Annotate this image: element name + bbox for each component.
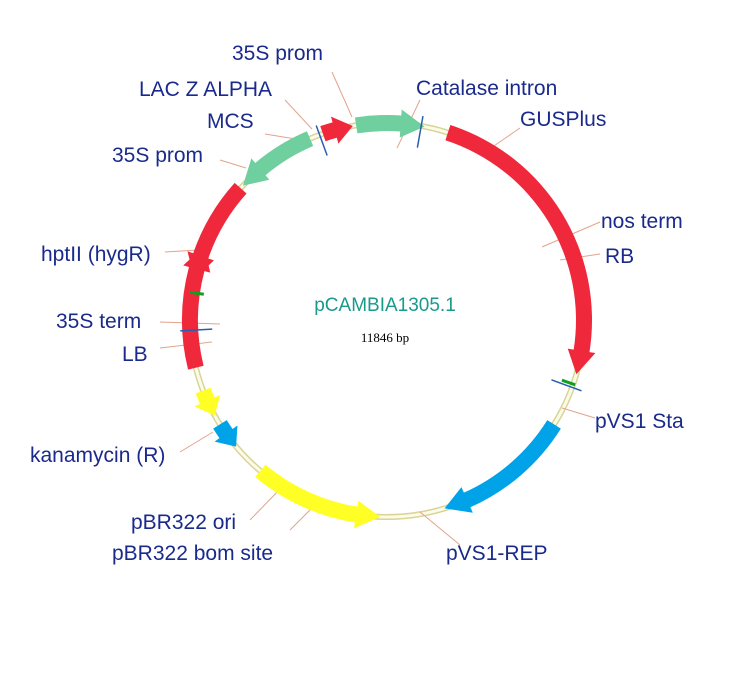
- feature-arrow-pbr322-ori: [194, 387, 221, 416]
- leader-35s-prom-left: [219, 159, 247, 169]
- leader-kanamycin: [179, 431, 214, 453]
- feature-arrow-pvs1-sta: [444, 420, 561, 513]
- leader-pvs1-rep: [419, 511, 461, 546]
- plasmid-name: pCAMBIA1305.1: [314, 295, 456, 316]
- feature-arrow-lac-z-alpha: [320, 116, 353, 144]
- feature-arrow-35s-prom-top: [354, 109, 425, 138]
- plasmid-size: 11846 bp: [361, 330, 409, 345]
- site-mark-rb: [551, 379, 582, 392]
- label-lac-z-alpha: LAC Z ALPHA: [139, 78, 272, 101]
- site-mark-catalase-intron: [416, 116, 424, 148]
- label-mcs: MCS: [207, 110, 254, 133]
- label-pvs1-sta: pVS1 Sta: [595, 410, 684, 433]
- label-35s-prom-left: 35S prom: [112, 144, 203, 167]
- site-mark-nos-term: [561, 378, 576, 387]
- feature-arrow-gusplus: [445, 125, 596, 375]
- label-rb: RB: [605, 245, 634, 268]
- label-gusplus: GUSPlus: [520, 108, 606, 131]
- label-pvs1-rep: pVS1-REP: [446, 542, 548, 565]
- label-pbr322-ori: pBR322 ori: [131, 511, 236, 534]
- label-catalase-intron: Catalase intron: [416, 77, 557, 100]
- leader-35s-prom-top: [331, 71, 353, 118]
- label-35s-prom-top: 35S prom: [232, 42, 323, 65]
- leader-lac-z-alpha: [284, 99, 313, 130]
- site-mark-35s-term: [189, 290, 205, 296]
- features-layer: [182, 109, 596, 529]
- leader-hptii: [164, 249, 199, 253]
- label-35s-term: 35S term: [56, 310, 141, 333]
- label-hptii: hptII (hygR): [41, 243, 151, 266]
- site-mark-mcs: [315, 125, 328, 156]
- feature-arrow-pvs1-rep: [255, 464, 381, 529]
- site-mark-lb: [180, 328, 213, 332]
- feature-arrow-pbr322-bom: [213, 420, 238, 447]
- feature-arrow-hptii: [187, 182, 247, 280]
- label-kanamycin: kanamycin (R): [30, 444, 165, 467]
- leader-pvs1-sta: [561, 407, 596, 419]
- label-lb: LB: [122, 343, 148, 366]
- label-pbr322-bom: pBR322 bom site: [112, 542, 273, 565]
- feature-arrow-35s-prom-left: [242, 131, 314, 186]
- label-nos-term: nos term: [601, 210, 683, 233]
- sites-layer: [180, 116, 582, 392]
- feature-arrow-kanamycin: [182, 246, 211, 370]
